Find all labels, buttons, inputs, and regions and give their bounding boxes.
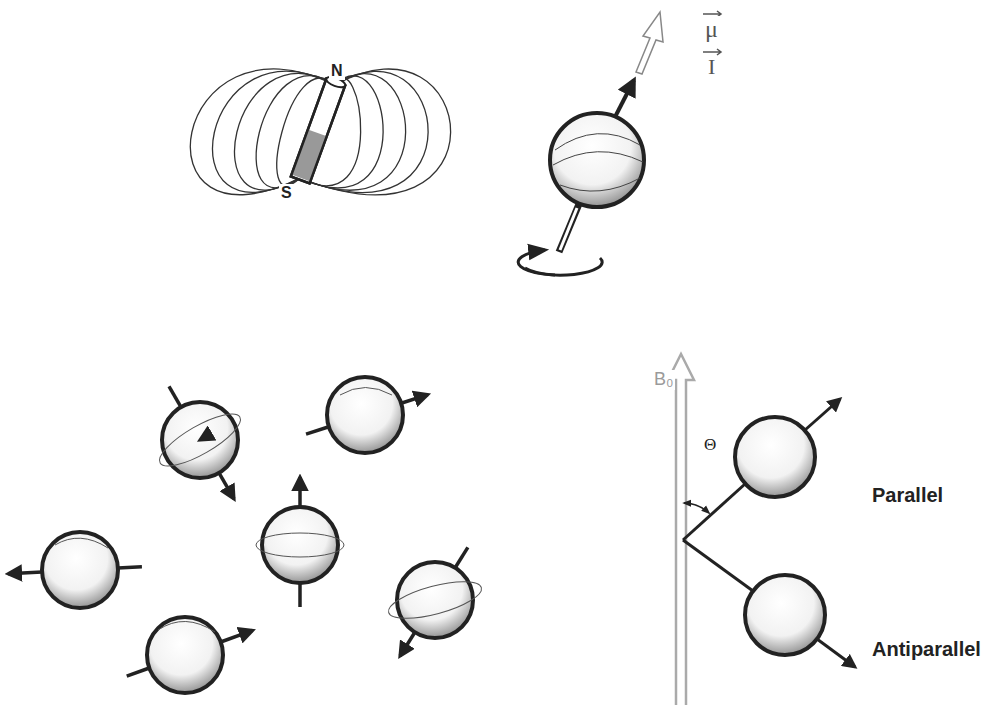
spin-states <box>683 399 855 667</box>
vector-marks <box>703 11 721 55</box>
state-label: Parallel <box>870 484 945 506</box>
field-label: B₀ <box>652 370 675 390</box>
field-arrow <box>668 354 694 705</box>
bar-magnet <box>291 75 347 183</box>
random-spins <box>8 377 485 693</box>
field-lines <box>190 69 450 195</box>
pole-label: S <box>279 184 294 202</box>
vector-symbol: μ <box>703 16 720 42</box>
spinning-nucleus <box>518 12 663 275</box>
vector-symbol: I <box>706 55 717 79</box>
state-label: Antiparallel <box>870 638 983 660</box>
pole-label: N <box>329 62 345 80</box>
angle-label: Θ <box>702 436 718 455</box>
